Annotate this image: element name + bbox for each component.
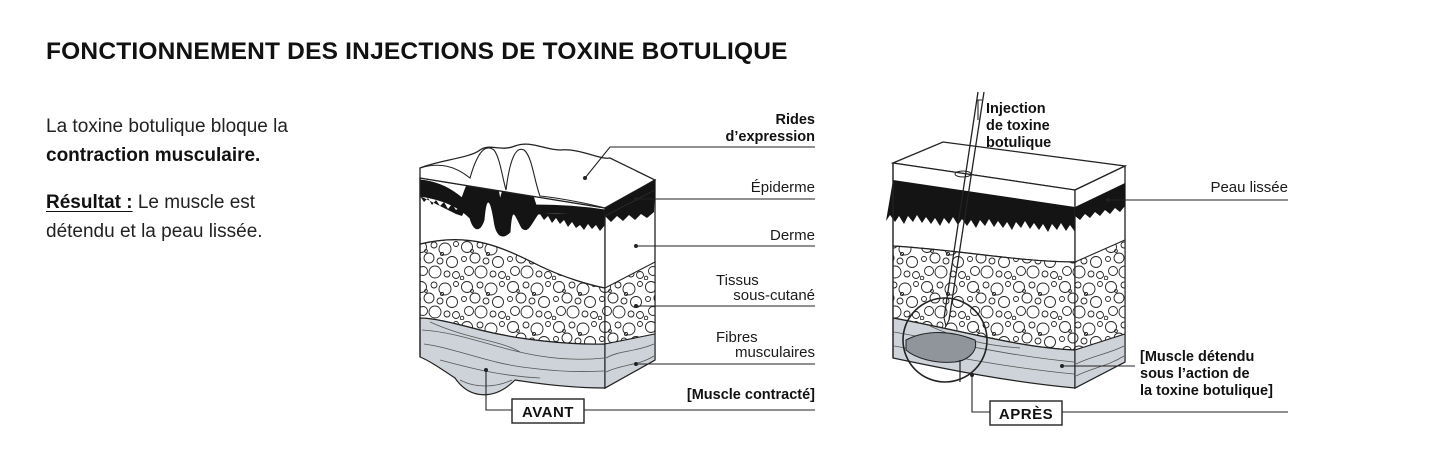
result-text-1: Le muscle est	[132, 192, 256, 213]
result-text-2: détendu et la peau lissée.	[46, 221, 263, 242]
intro-text: La toxine botulique bloque la contractio…	[46, 112, 376, 264]
injection-needle	[943, 91, 985, 328]
before-leaders	[485, 146, 815, 411]
intro-emphasis: contraction musculaire.	[46, 145, 261, 166]
fibers-label-1: Fibres	[716, 329, 758, 346]
before-top-surface	[419, 143, 657, 209]
fibers-label-2: musculaires	[735, 344, 815, 361]
before-skin-block	[419, 143, 657, 396]
smooth-skin-label: Peau lissée	[1210, 179, 1288, 196]
after-leaders	[971, 99, 1288, 413]
intro-paragraph: La toxine botulique bloque la contractio…	[46, 112, 376, 170]
dermis-label: Derme	[770, 227, 815, 244]
muscle-state-label: [Muscle contracté]	[687, 387, 815, 403]
after-tag-box	[989, 400, 1063, 426]
before-tag: AVANT	[522, 404, 574, 421]
injection-label-3: botulique	[986, 135, 1051, 151]
wrinkles-label-1: Rides	[776, 112, 816, 128]
injection-zoom-circle	[902, 297, 988, 383]
epidermis-label: Épiderme	[751, 179, 815, 196]
relaxed-muscle-label-2: sous l’action de	[1140, 366, 1250, 382]
page-title: FONCTIONNEMENT DES INJECTIONS DE TOXINE …	[46, 38, 788, 65]
after-tag: APRÈS	[999, 406, 1053, 423]
injection-label-1: Injection	[986, 101, 1046, 117]
before-muscle-layer	[419, 317, 606, 396]
subcut-label-2: sous-cutané	[733, 287, 815, 304]
injection-label-2: de toxine	[986, 118, 1050, 134]
result-paragraph: Résultat : Le muscle est détendu et la p…	[46, 188, 376, 246]
relaxed-muscle-label-3: la toxine botulique]	[1140, 383, 1273, 399]
after-skin-block	[886, 141, 1128, 390]
result-label: Résultat :	[46, 192, 133, 213]
after-epidermis	[886, 180, 1075, 232]
intro-line: La toxine botulique bloque la	[46, 116, 288, 137]
before-tag-box	[511, 398, 585, 424]
relaxed-muscle-label-1: [Muscle détendu	[1140, 349, 1254, 365]
subcut-label-1: Tissus	[716, 272, 759, 289]
wrinkles-label-2: d’expression	[726, 129, 815, 145]
